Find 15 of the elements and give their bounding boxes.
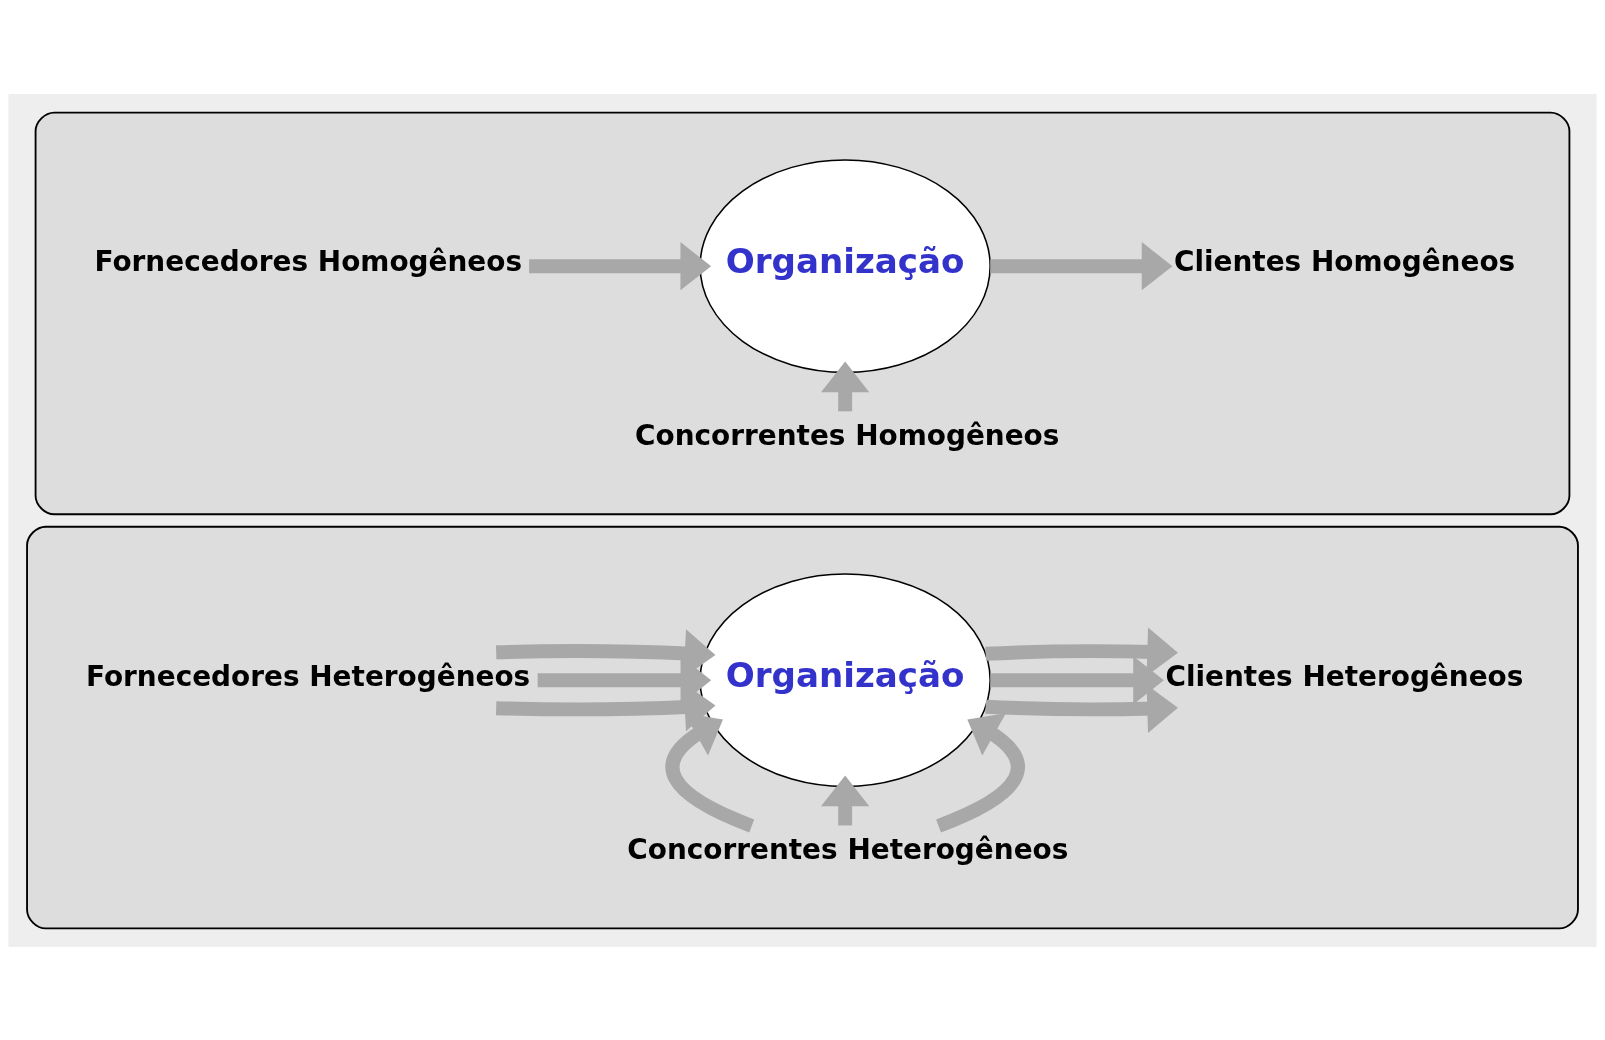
node-text: Fornecedores Homogêneos [94, 244, 523, 278]
node-text: Clientes Homogêneos [1173, 244, 1516, 278]
node-ellipse: Organização [699, 158, 991, 373]
arrow [935, 712, 1025, 832]
cluster [26, 525, 1579, 929]
node-text: Fornecedores Heterogêneos [85, 659, 531, 693]
cluster [34, 111, 1571, 515]
arrow [821, 361, 870, 411]
node-text: Concorrentes Heterogêneos [627, 832, 1069, 866]
arrow [529, 241, 712, 290]
arrow [821, 775, 870, 825]
arrow [990, 241, 1173, 290]
node-text: Concorrentes Homogêneos [635, 418, 1060, 452]
node-ellipse: Organização [699, 572, 991, 787]
node-text: Clientes Heterogêneos [1165, 659, 1524, 693]
